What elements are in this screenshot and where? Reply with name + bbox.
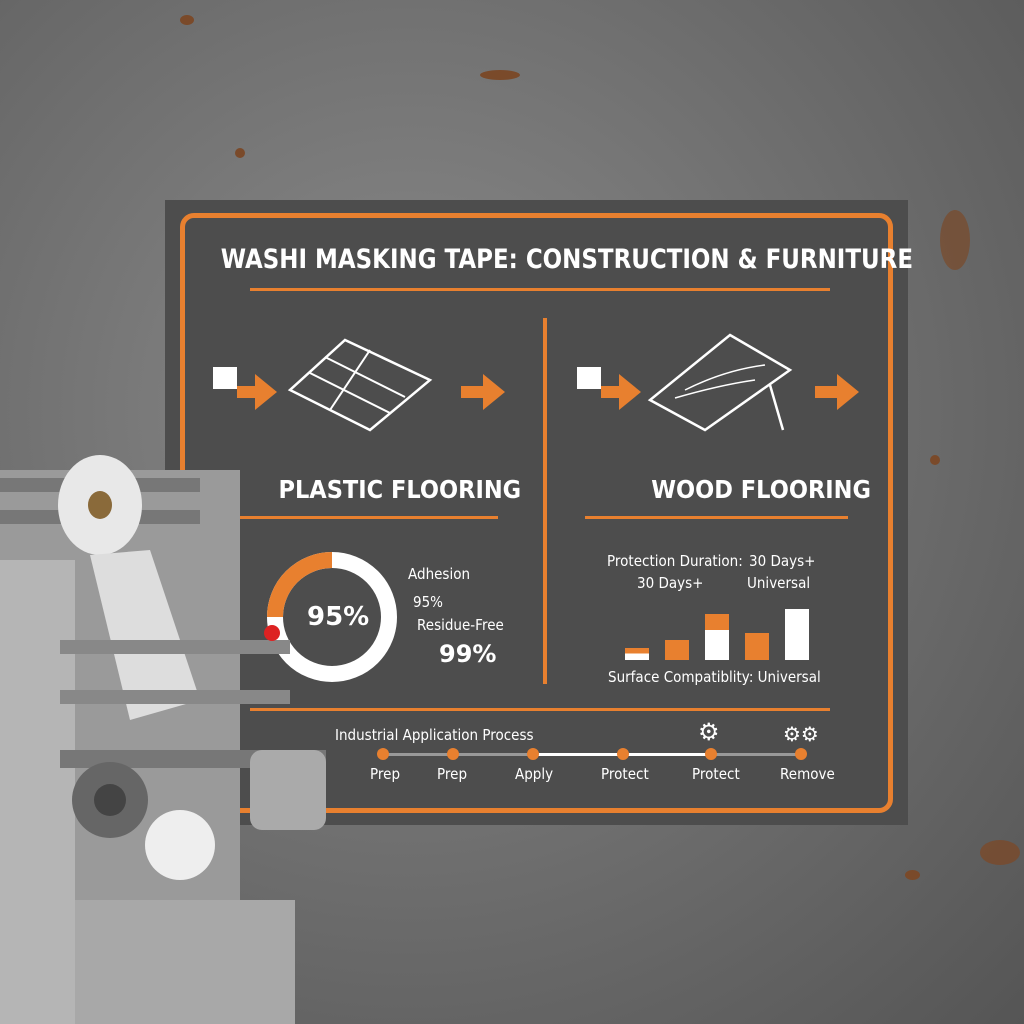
gear-icon: ⚙ [698,718,720,746]
tape-machine [0,455,326,1024]
plastic-flooring-label: PLASTIC FLOORING [278,475,522,504]
arrow-right-icon [483,374,505,410]
title-divider [250,288,830,291]
infographic-poster: WASHI MASKING TAPE: CONSTRUCTION & FURNI… [165,200,913,825]
process-timeline [377,748,807,760]
step-label: Remove [780,765,835,783]
step-label: Apply [515,765,554,783]
process-title: Industrial Application Process [335,726,534,744]
step-dot [377,748,389,760]
step-dot [795,748,807,760]
plastic-flooring-illustration [287,338,433,432]
adhesion-label: Adhesion [408,565,471,583]
step-label: Protect [692,765,740,783]
duration-label: Protection Duration: [607,552,743,570]
donut-value: 95% [307,602,370,632]
process-divider [250,708,830,711]
wood-flooring-illustration [647,333,793,432]
step-label: Protect [601,765,649,783]
center-divider [543,318,547,684]
residue-value: 99% [439,640,497,668]
gears-icon: ⚙⚙ [783,722,819,746]
section-divider [585,516,848,519]
bar [625,648,649,660]
step-dot [705,748,717,760]
poster-title: WASHI MASKING TAPE: CONSTRUCTION & FURNI… [220,244,913,275]
adhesion-value: 95% [413,593,444,611]
bar [665,640,689,660]
arrow-right-icon [837,374,859,410]
surface-compatibility: Surface Compatiblity: Universal [608,668,821,686]
arrow-right-icon [255,374,277,410]
residue-label: Residue-Free [417,616,504,634]
step-label: Prep [437,765,468,783]
section-divider [235,516,498,519]
bar-graphic [625,605,810,660]
step-dot [617,748,629,760]
tape-dispenser-icon [577,367,601,389]
bar [745,633,769,660]
duration-value: 30 Days+ [637,574,704,592]
arrow-right-icon [619,374,641,410]
wood-flooring-label: WOOD FLOORING [651,475,871,504]
step-label: Prep [370,765,401,783]
col2-line2: Universal [747,574,811,592]
step-dot [527,748,539,760]
bar [785,609,809,660]
col2-line1: 30 Days+ [749,552,816,570]
tape-dispenser-icon [213,367,237,389]
bar [705,614,729,660]
adhesion-donut [267,552,397,682]
step-dot [447,748,459,760]
